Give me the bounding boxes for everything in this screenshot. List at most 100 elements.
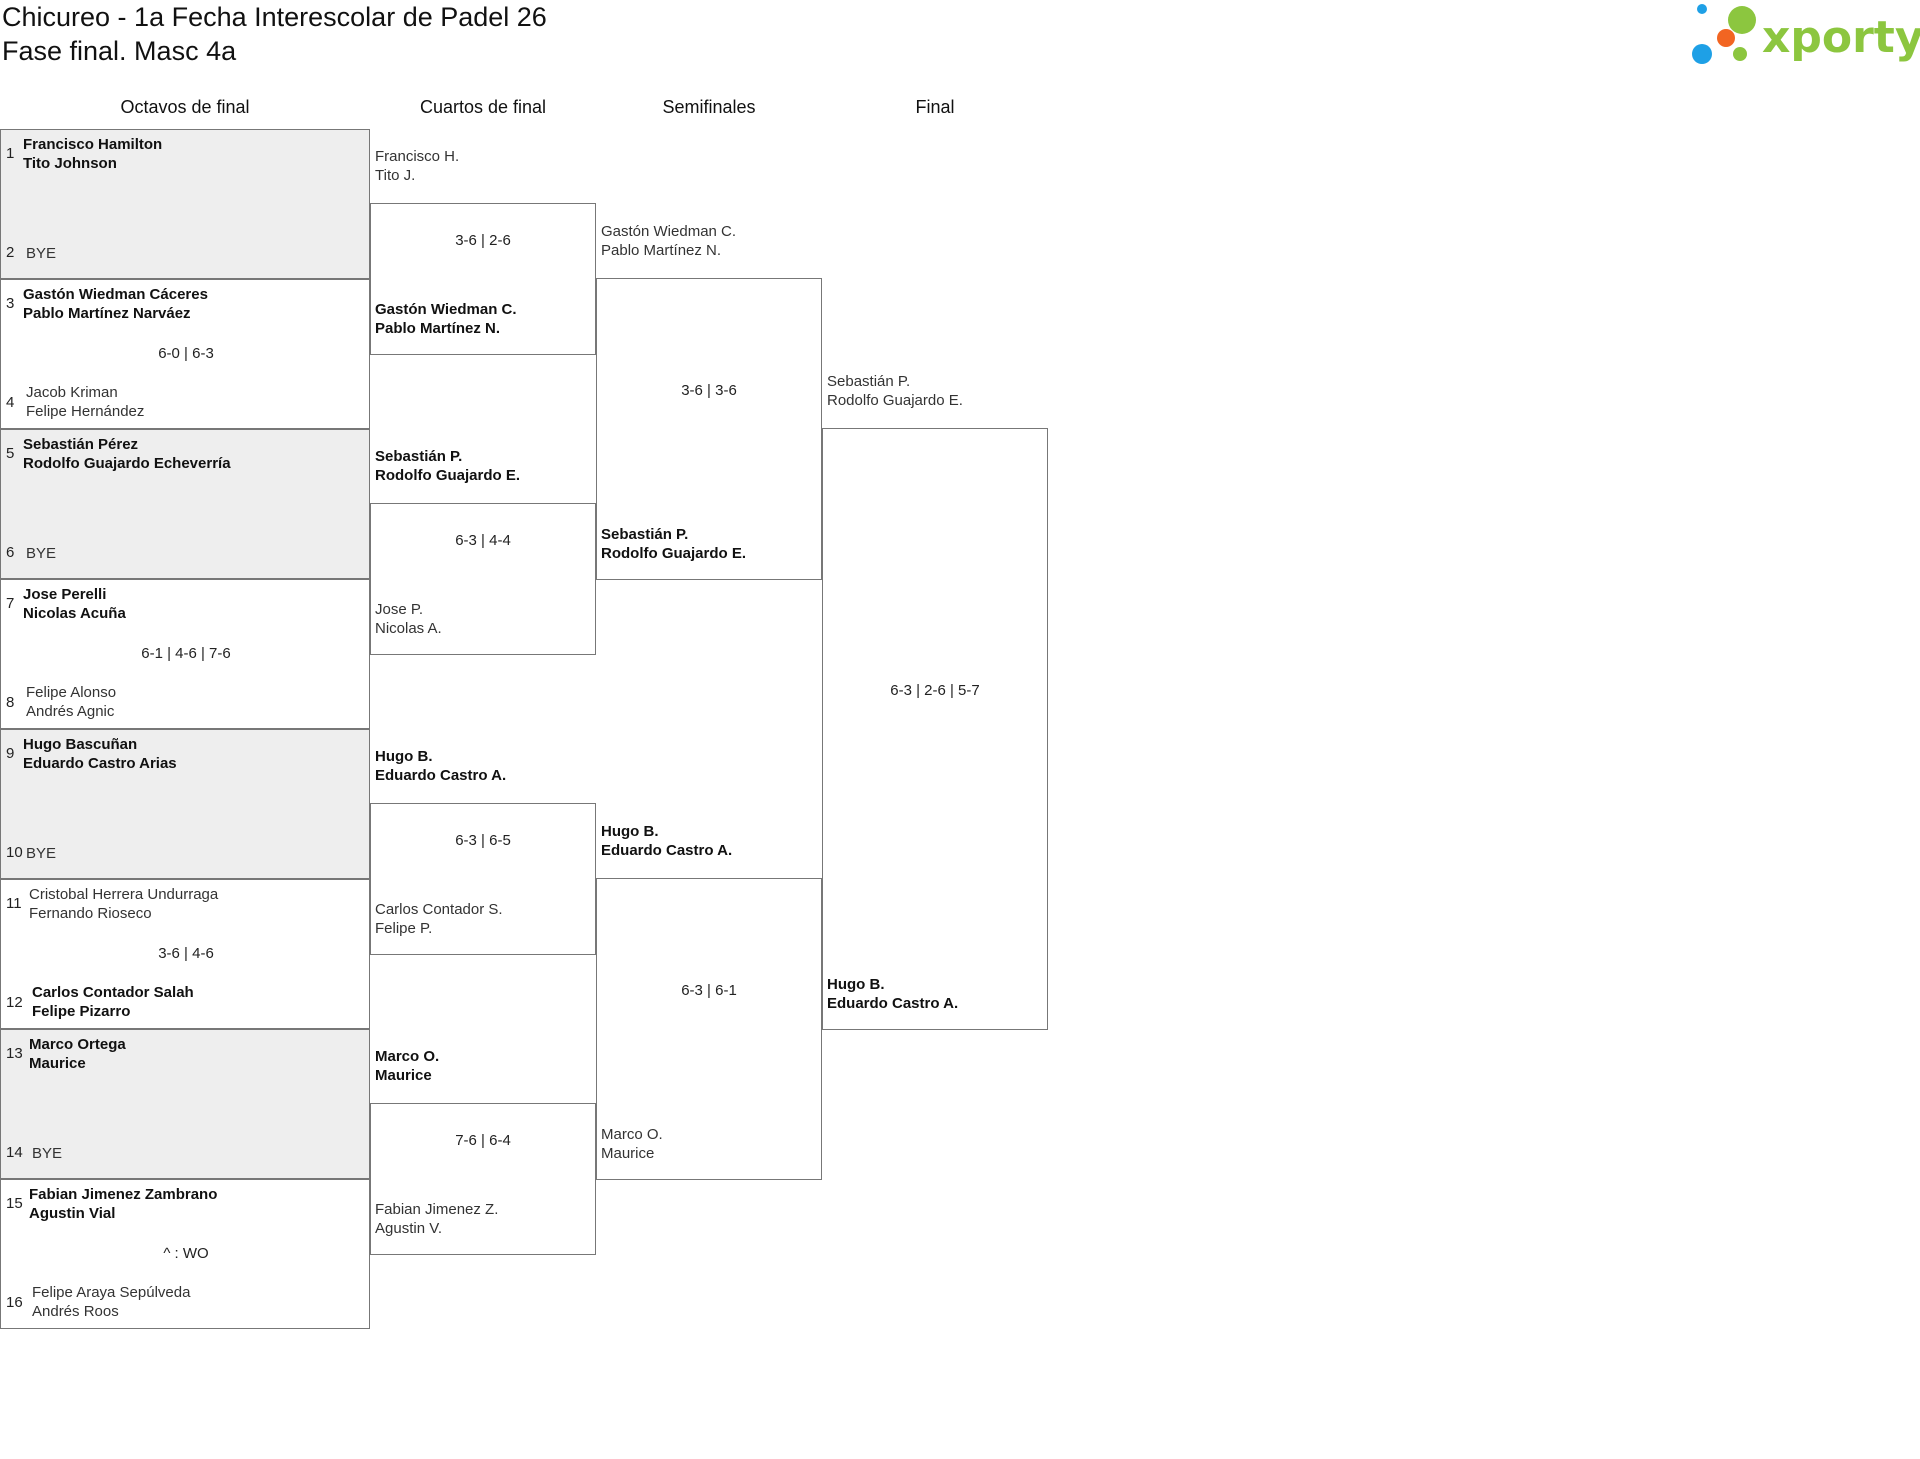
team-bottom: BYE bbox=[26, 544, 56, 563]
team-lower: Gastón Wiedman C.Pablo Martínez N. bbox=[375, 300, 517, 338]
seed-number: 12 bbox=[6, 994, 23, 1011]
team-upper: Hugo B.Eduardo Castro A. bbox=[375, 747, 506, 785]
match-score: ^ : WO bbox=[163, 1245, 209, 1262]
match-score: 6-3 | 6-5 bbox=[455, 832, 511, 849]
logo-text: xporty bbox=[1762, 12, 1920, 63]
match-box-sf bbox=[596, 278, 822, 580]
round-header-final: Final bbox=[915, 97, 955, 117]
match-score: 7-6 | 6-4 bbox=[455, 1132, 511, 1149]
player-name: Rodolfo Guajardo E. bbox=[375, 467, 520, 484]
player-name: Tito Johnson bbox=[23, 155, 117, 172]
player-name: Eduardo Castro A. bbox=[601, 842, 733, 859]
seed-number: 15 bbox=[6, 1195, 23, 1212]
team-upper: Sebastián P.Rodolfo Guajardo E. bbox=[375, 447, 520, 485]
seed-number: 5 bbox=[6, 445, 15, 462]
player-name: Pablo Martínez N. bbox=[601, 242, 722, 259]
player-name: BYE bbox=[32, 1145, 63, 1162]
match-score: 6-3 | 2-6 | 5-7 bbox=[890, 682, 980, 699]
player-name: Jose Perelli bbox=[23, 586, 107, 603]
player-name: Agustin V. bbox=[375, 1220, 442, 1237]
player-name: Fernando Rioseco bbox=[29, 905, 152, 922]
team-bottom: BYE bbox=[26, 844, 56, 863]
page-title: Chicureo - 1a Fecha Interescolar de Pade… bbox=[2, 2, 547, 32]
player-name: BYE bbox=[26, 245, 57, 262]
team-upper: Gastón Wiedman C. Pablo Martínez N. bbox=[601, 222, 736, 260]
player-name: Jacob Kriman bbox=[26, 384, 118, 401]
match-box-final bbox=[822, 428, 1048, 1030]
player-name: Cristobal Herrera Undurraga bbox=[29, 886, 219, 903]
seed-number: 4 bbox=[6, 394, 15, 411]
player-name: Pablo Martínez Narváez bbox=[23, 305, 191, 322]
player-name: Maurice bbox=[601, 1145, 655, 1162]
player-name: Andrés Agnic bbox=[26, 703, 115, 720]
player-name: Hugo Bascuñan bbox=[23, 736, 138, 753]
seed-number: 10 bbox=[6, 844, 23, 861]
player-name: Agustin Vial bbox=[29, 1205, 116, 1222]
match-score: 3-6 | 2-6 bbox=[455, 232, 511, 249]
player-name: Felipe Araya Sepúlveda bbox=[32, 1284, 191, 1301]
player-name: Eduardo Castro A. bbox=[827, 995, 959, 1012]
player-name: Francisco Hamilton bbox=[23, 136, 163, 153]
player-name: Felipe Pizarro bbox=[32, 1003, 131, 1020]
player-name: Nicolas Acuña bbox=[23, 605, 126, 622]
match-box-qf bbox=[370, 803, 596, 955]
round-header-sf: Semifinales bbox=[662, 97, 756, 117]
player-name: Sebastián P. bbox=[827, 373, 911, 390]
team-upper: Sebastián P. Rodolfo Guajardo E. bbox=[827, 372, 963, 410]
round-header-qf: Cuartos de final bbox=[419, 97, 547, 117]
team-bottom: BYE bbox=[26, 244, 56, 263]
player-name: Carlos Contador Salah bbox=[32, 984, 194, 1001]
player-name: Fabian Jimenez Zambrano bbox=[29, 1186, 218, 1203]
seed-number: 1 bbox=[6, 145, 15, 162]
player-name: Andrés Roos bbox=[32, 1303, 119, 1320]
player-name: Rodolfo Guajardo E. bbox=[827, 392, 963, 409]
player-name: Rodolfo Guajardo E. bbox=[601, 545, 746, 562]
seed-number: 9 bbox=[6, 745, 15, 762]
team-upper: Marco O.Maurice bbox=[375, 1047, 439, 1085]
player-name: Rodolfo Guajardo Echeverría bbox=[23, 455, 231, 472]
round-header-r16: Octavos de final bbox=[120, 97, 250, 117]
player-name: Hugo B. bbox=[375, 748, 433, 765]
seed-number: 3 bbox=[6, 295, 15, 312]
player-name: Gastón Wiedman C. bbox=[601, 223, 737, 240]
player-name: BYE bbox=[26, 845, 57, 862]
player-name: Felipe Hernández bbox=[26, 403, 145, 420]
player-name: Eduardo Castro Arias bbox=[23, 755, 177, 772]
player-name: Maurice bbox=[29, 1055, 86, 1072]
player-name: Pablo Martínez N. bbox=[375, 320, 501, 337]
match-box-qf bbox=[370, 203, 596, 355]
player-name: Gastón Wiedman Cáceres bbox=[23, 286, 208, 303]
seed-number: 7 bbox=[6, 595, 15, 612]
player-name: Sebastián Pérez bbox=[23, 436, 139, 453]
team-lower: Fabian Jimenez Z.Agustin V. bbox=[375, 1200, 498, 1238]
match-score: 3-6 | 3-6 bbox=[681, 382, 737, 399]
team-lower: Sebastián P. Rodolfo Guajardo E. bbox=[601, 525, 746, 563]
seed-number: 13 bbox=[6, 1045, 23, 1062]
player-name: Nicolas A. bbox=[375, 620, 442, 637]
match-box-sf bbox=[596, 878, 822, 1180]
player-name: Hugo B. bbox=[827, 976, 885, 993]
match-box-qf bbox=[370, 503, 596, 655]
seed-number: 2 bbox=[6, 244, 15, 261]
player-name: Sebastián P. bbox=[601, 526, 689, 543]
player-name: Felipe Alonso bbox=[26, 684, 117, 701]
seed-number: 11 bbox=[6, 895, 22, 912]
player-name: Marco O. bbox=[375, 1048, 440, 1065]
seed-number: 6 bbox=[6, 544, 15, 561]
player-name: Marco O. bbox=[601, 1126, 663, 1143]
team-upper: Hugo B.Eduardo Castro A. bbox=[601, 822, 732, 860]
player-name: Jose P. bbox=[375, 601, 424, 618]
player-name: Francisco H. bbox=[375, 148, 460, 165]
